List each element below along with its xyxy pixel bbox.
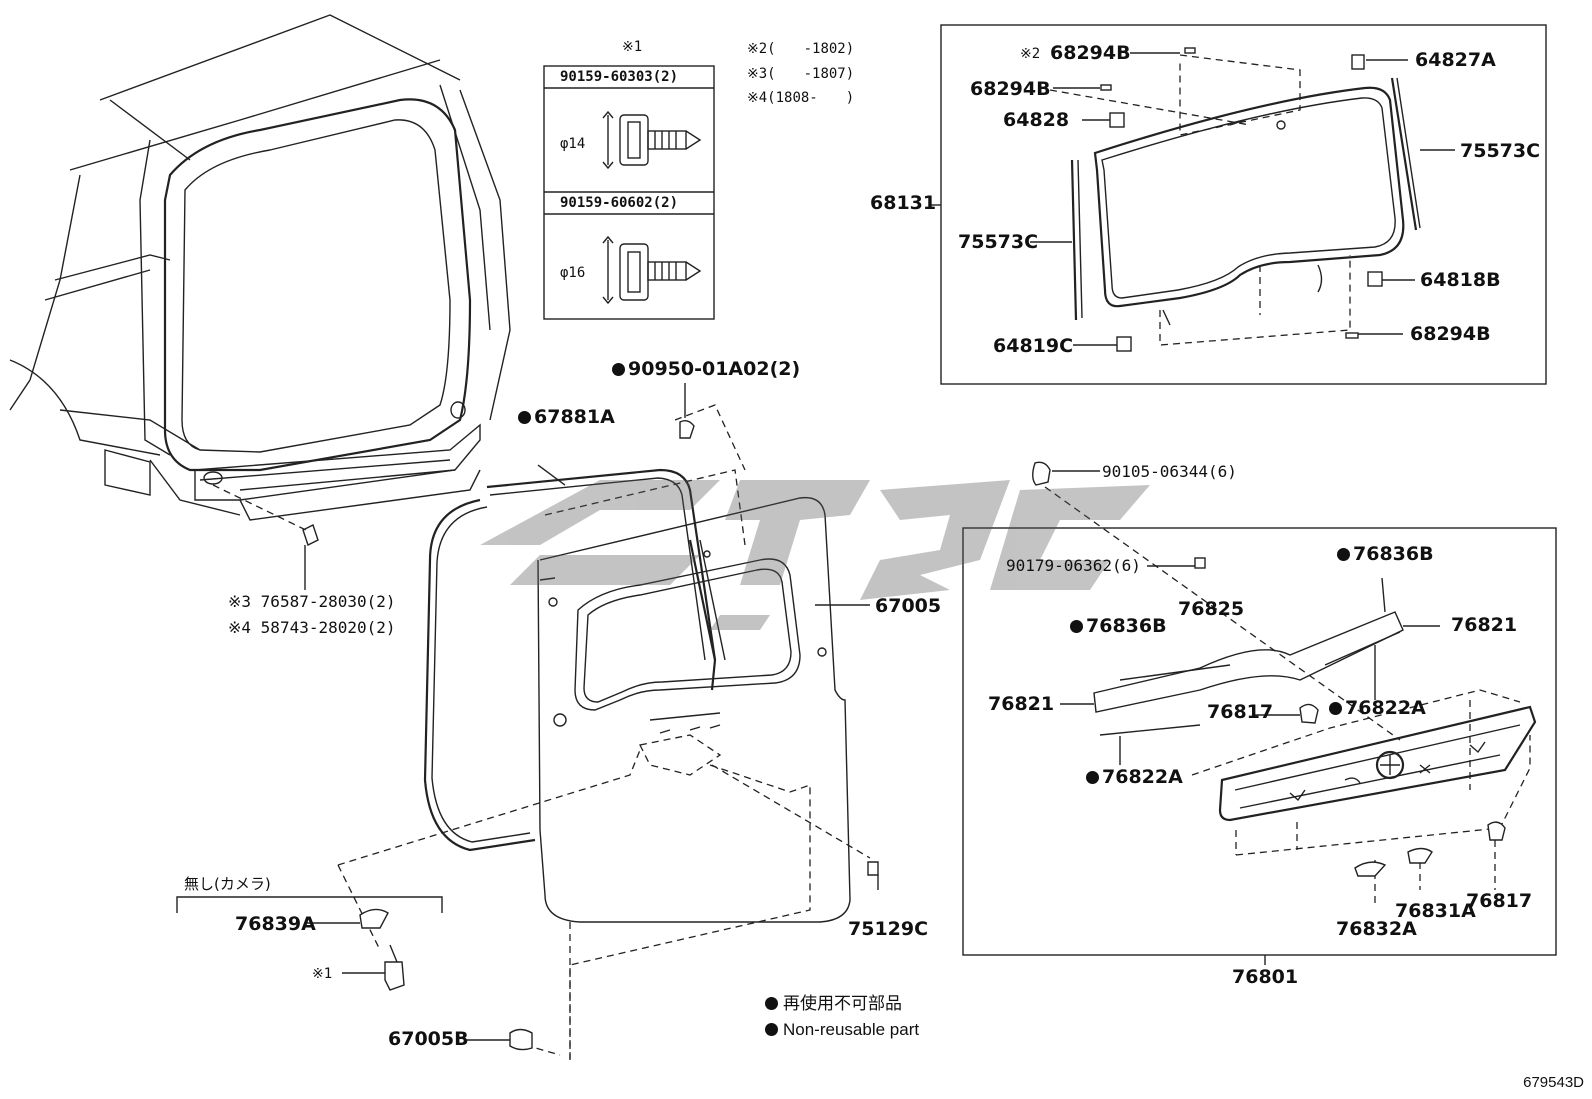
label-76831A[interactable]: 76831A — [1395, 900, 1476, 922]
fastener-part-2-diameter: φ16 — [560, 265, 586, 281]
label-58743-28020[interactable]: ※4 58743-28020(2) — [228, 618, 396, 637]
label-75573C-right[interactable]: 75573C — [1460, 140, 1541, 162]
model-note-3: ※3( -1807) — [747, 66, 855, 82]
legend-dot-icon — [765, 997, 778, 1010]
note-1-mark-bolt: ※1 — [312, 966, 333, 982]
label-67881A[interactable]: 67881A — [518, 408, 615, 427]
label-68294B-note2[interactable]: 68294B — [1050, 42, 1131, 64]
label-76587-28030[interactable]: ※3 76587-28030(2) — [228, 592, 396, 611]
label-68294B-b[interactable]: 68294B — [1410, 323, 1491, 345]
label-76822A-right-text: 76822A — [1345, 697, 1426, 719]
label-67005B[interactable]: 67005B — [388, 1028, 469, 1050]
label-76801[interactable]: 76801 — [1232, 966, 1299, 988]
label-76832A[interactable]: 76832A — [1336, 918, 1417, 940]
label-68294B-a[interactable]: 68294B — [970, 78, 1051, 100]
fastener-part-2-number: 90159-60602(2) — [560, 195, 679, 211]
non-reusable-dot-icon — [1329, 702, 1342, 715]
legend-jp-text: 再使用不可部品 — [783, 994, 902, 1013]
legend-en: Non-reusable part — [765, 1021, 919, 1038]
label-76825[interactable]: 76825 — [1178, 598, 1245, 620]
non-reusable-dot-icon — [518, 411, 531, 424]
fastener-part-1-number: 90159-60303(2) — [560, 69, 679, 85]
label-64818B[interactable]: 64818B — [1420, 269, 1501, 291]
non-reusable-dot-icon — [1070, 620, 1083, 633]
label-no-camera: 無し(カメラ) — [184, 875, 271, 893]
legend-dot-icon — [765, 1023, 778, 1036]
back-door-panel — [337, 383, 879, 1060]
label-67881A-text: 67881A — [534, 406, 615, 428]
label-90950-01A02[interactable]: 90950-01A02(2) — [612, 360, 800, 379]
non-reusable-dot-icon — [1337, 548, 1350, 561]
watermark-logo — [480, 480, 1150, 630]
label-76822A-left-text: 76822A — [1102, 766, 1183, 788]
label-76836B-top-text: 76836B — [1353, 543, 1434, 565]
model-note-2: ※2( -1802) — [747, 41, 855, 57]
label-76836B-left-text: 76836B — [1086, 615, 1167, 637]
glass-leader-lines — [929, 52, 1455, 346]
note-2-mark: ※2 — [1020, 46, 1041, 62]
label-64828[interactable]: 64828 — [1003, 109, 1070, 131]
label-76822A-right[interactable]: 76822A — [1329, 699, 1426, 718]
fastener-part-1-diameter: φ14 — [560, 136, 586, 152]
legend-jp: 再使用不可部品 — [765, 995, 902, 1012]
legend-en-text: Non-reusable part — [783, 1020, 920, 1039]
note-1-mark: ※1 — [622, 39, 643, 55]
non-reusable-dot-icon — [1086, 771, 1099, 784]
label-76836B-top[interactable]: 76836B — [1337, 545, 1434, 564]
non-reusable-dot-icon — [612, 363, 625, 376]
drawing-number: 679543D — [1523, 1074, 1584, 1091]
label-75129C[interactable]: 75129C — [848, 918, 929, 940]
label-76839A[interactable]: 76839A — [235, 913, 316, 935]
label-64827A[interactable]: 64827A — [1415, 49, 1496, 71]
camera-bracket-group — [176, 896, 443, 991]
label-76817-top[interactable]: 76817 — [1207, 701, 1274, 723]
label-76821-left[interactable]: 76821 — [988, 693, 1055, 715]
label-75573C-left[interactable]: 75573C — [958, 231, 1039, 253]
fastener-box-frame — [543, 65, 715, 320]
model-note-4: ※4(1808- ) — [747, 90, 855, 106]
label-76821-right[interactable]: 76821 — [1451, 614, 1518, 636]
vehicle-rear-body — [9, 14, 511, 590]
label-90105-06344[interactable]: 90105-06344(6) — [1102, 462, 1237, 481]
garnish-assembly — [962, 461, 1557, 965]
label-76817-bottom[interactable]: 76817 — [1466, 890, 1533, 912]
label-76822A-left[interactable]: 76822A — [1086, 768, 1183, 787]
label-64819C[interactable]: 64819C — [993, 335, 1074, 357]
label-90179-06362[interactable]: 90179-06362(6) — [1006, 556, 1141, 575]
label-68131[interactable]: 68131 — [870, 192, 937, 214]
label-76836B-left[interactable]: 76836B — [1070, 617, 1167, 636]
label-67005[interactable]: 67005 — [875, 595, 942, 617]
label-90950-01A02-text: 90950-01A02(2) — [628, 358, 801, 380]
